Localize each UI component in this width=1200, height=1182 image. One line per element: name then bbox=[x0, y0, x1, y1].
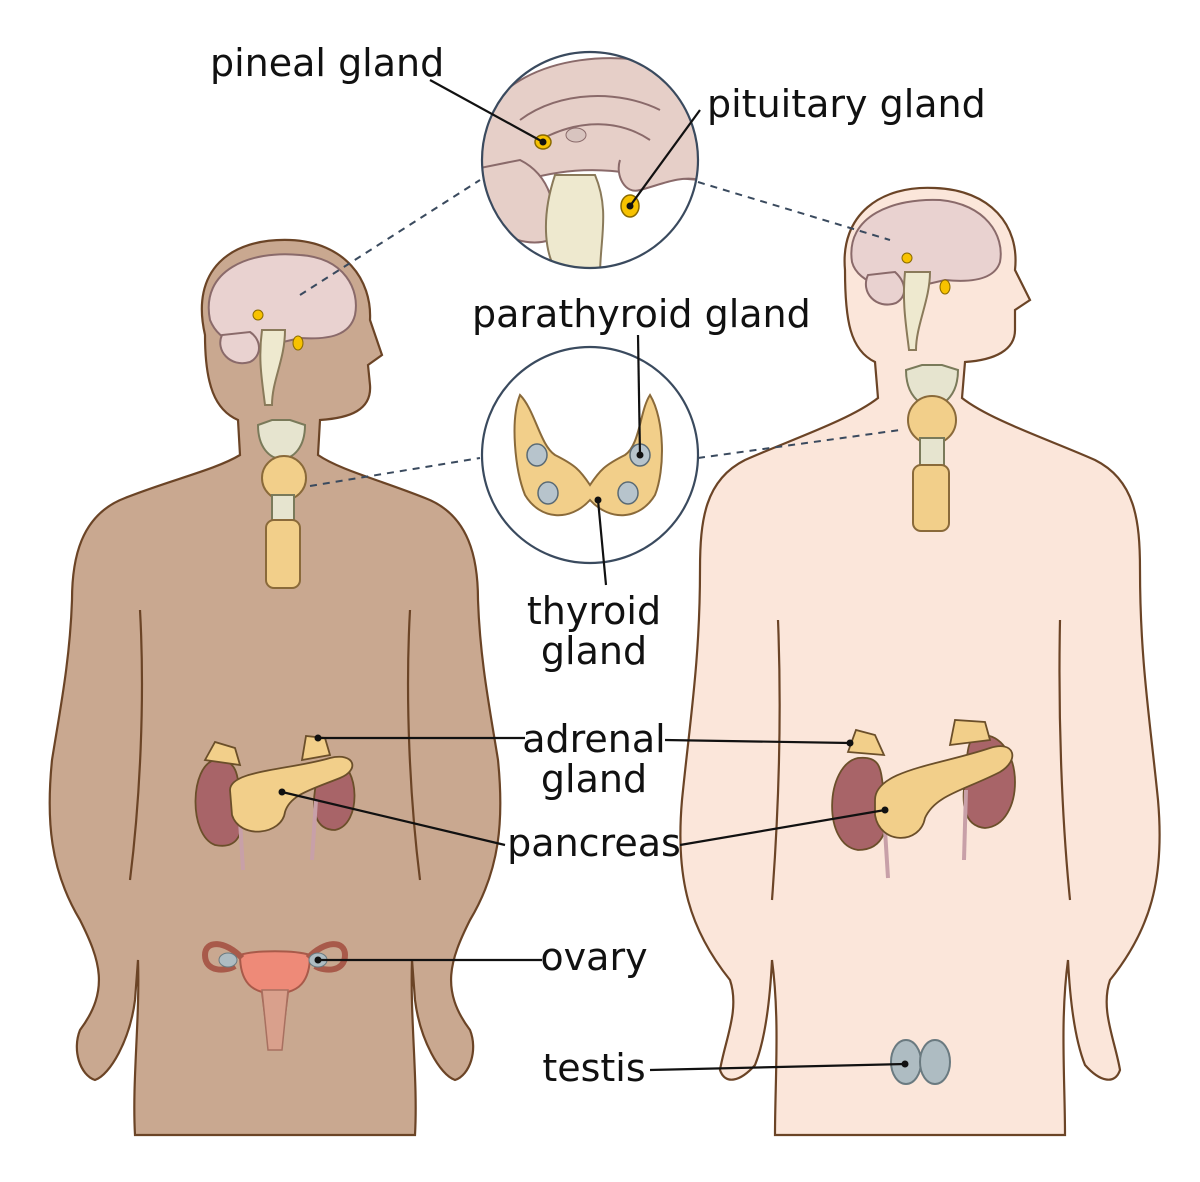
labels: pineal gland pituitary gland parathyroid… bbox=[210, 41, 986, 1090]
male-pineal-gland bbox=[901, 252, 913, 264]
label-testis: testis bbox=[542, 1046, 645, 1090]
label-adrenal-line1: adrenal bbox=[522, 717, 666, 761]
label-adrenal-line2: gland bbox=[541, 757, 647, 801]
male-left-adrenal bbox=[846, 728, 886, 757]
female-thyroid bbox=[261, 455, 307, 501]
female-left-adrenal bbox=[203, 740, 242, 767]
pineal-leader bbox=[429, 79, 544, 143]
male-brainstem bbox=[902, 271, 932, 351]
male-pituitary-gland bbox=[939, 279, 951, 295]
label-pineal-gland: pineal gland bbox=[210, 41, 444, 85]
zoom-parathyroid-2 bbox=[537, 481, 559, 505]
male-right-testis bbox=[919, 1039, 951, 1085]
male-figure bbox=[679, 186, 1161, 1137]
label-thyroid-line2: gland bbox=[541, 629, 647, 673]
zoom-parathyroid-1 bbox=[526, 443, 548, 467]
pancreas-leader-right bbox=[679, 808, 886, 847]
male-left-arm-line bbox=[770, 619, 781, 901]
female-body-silhouette bbox=[48, 238, 502, 1137]
female-left-tube bbox=[201, 941, 245, 973]
pancreas-leader-left bbox=[281, 790, 506, 847]
zoom-parathyroid-4 bbox=[617, 481, 639, 505]
female-brainstem bbox=[259, 329, 287, 406]
female-left-kidney bbox=[194, 759, 243, 847]
male-thyroid bbox=[907, 395, 957, 445]
label-pituitary-gland: pituitary gland bbox=[707, 82, 986, 126]
female-left-arm-line bbox=[128, 609, 144, 881]
leader-lines bbox=[278, 79, 909, 1072]
female-left-ureter bbox=[238, 819, 245, 871]
female-right-arm-line bbox=[406, 609, 422, 881]
thyroid-zoom-circle bbox=[480, 345, 700, 565]
thyroid-zoom-connector-right bbox=[697, 429, 901, 459]
testis-leader bbox=[649, 1062, 906, 1072]
female-thymus bbox=[265, 519, 301, 589]
female-right-ureter bbox=[310, 799, 318, 861]
female-pituitary-gland bbox=[292, 335, 304, 351]
male-right-arm-line bbox=[1058, 619, 1072, 901]
thyroid-leader bbox=[596, 499, 608, 586]
thyroid-zoom-connector-left bbox=[309, 457, 481, 487]
male-right-ureter bbox=[962, 789, 968, 861]
label-parathyroid-gland: parathyroid gland bbox=[472, 292, 811, 336]
pituitary-leader bbox=[629, 109, 701, 207]
male-cerebellum bbox=[865, 270, 906, 306]
male-left-kidney bbox=[831, 756, 888, 851]
male-pancreas bbox=[874, 745, 1014, 839]
brain-zoom-connector-right bbox=[697, 181, 891, 241]
parathyroid-leader bbox=[636, 334, 642, 456]
label-ovary: ovary bbox=[540, 935, 647, 979]
female-figure bbox=[48, 238, 502, 1137]
brain-zoom-connector-left bbox=[299, 179, 481, 296]
label-pancreas: pancreas bbox=[507, 821, 681, 865]
female-pineal-gland bbox=[252, 309, 264, 321]
label-thyroid-line1: thyroid bbox=[527, 589, 661, 633]
male-right-adrenal bbox=[948, 719, 992, 747]
female-cerebellum bbox=[219, 330, 260, 365]
male-thymus bbox=[912, 464, 950, 532]
female-right-tube bbox=[305, 941, 349, 973]
brain-zoom-circle bbox=[480, 50, 700, 270]
male-left-ureter bbox=[883, 829, 890, 879]
female-left-ovary bbox=[218, 952, 238, 968]
male-body-silhouette bbox=[679, 186, 1161, 1137]
female-vagina bbox=[261, 989, 289, 1051]
adrenal-leader-right bbox=[664, 738, 851, 745]
